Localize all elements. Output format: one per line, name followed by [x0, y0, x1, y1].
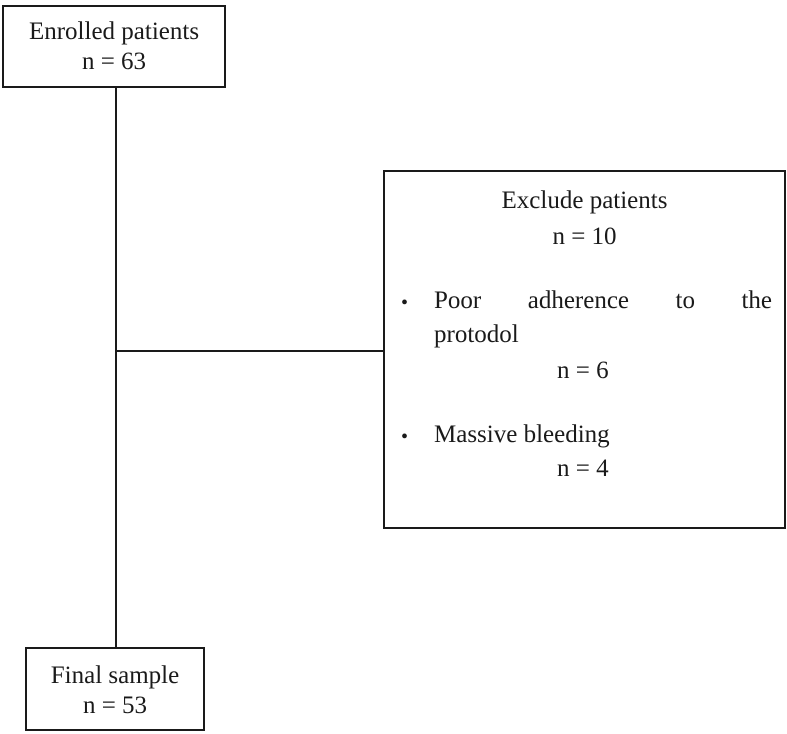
reason-1-count: n = 6 — [557, 357, 609, 384]
bullet-icon: • — [401, 292, 409, 314]
final-count: n = 53 — [82, 692, 148, 719]
reason-2-count: n = 4 — [557, 455, 609, 482]
enrolled-title: Enrolled patients — [28, 18, 200, 45]
final-box: Final sample n = 53 — [25, 647, 205, 731]
connector-vertical — [115, 88, 117, 647]
reason-1-word: to — [675, 287, 695, 314]
reason-1-word: the — [741, 287, 772, 314]
final-title: Final sample — [50, 662, 180, 689]
enrolled-count: n = 63 — [81, 48, 147, 75]
excluded-title: Exclude patients — [501, 187, 668, 214]
bullet-icon: • — [401, 426, 409, 448]
enrolled-box: Enrolled patients n = 63 — [2, 5, 226, 88]
reason-1-line-1: Poor adherence to the — [434, 286, 772, 316]
reason-1-word: adherence — [527, 287, 630, 314]
excluded-box: Exclude patients n = 10 • Poor adherence… — [383, 170, 786, 529]
reason-2-line-1: Massive bleeding — [434, 421, 610, 448]
connector-horizontal — [115, 350, 383, 352]
excluded-count: n = 10 — [552, 223, 617, 250]
reason-1-word: Poor — [434, 287, 482, 314]
reason-1-line-2: protodol — [434, 321, 519, 348]
